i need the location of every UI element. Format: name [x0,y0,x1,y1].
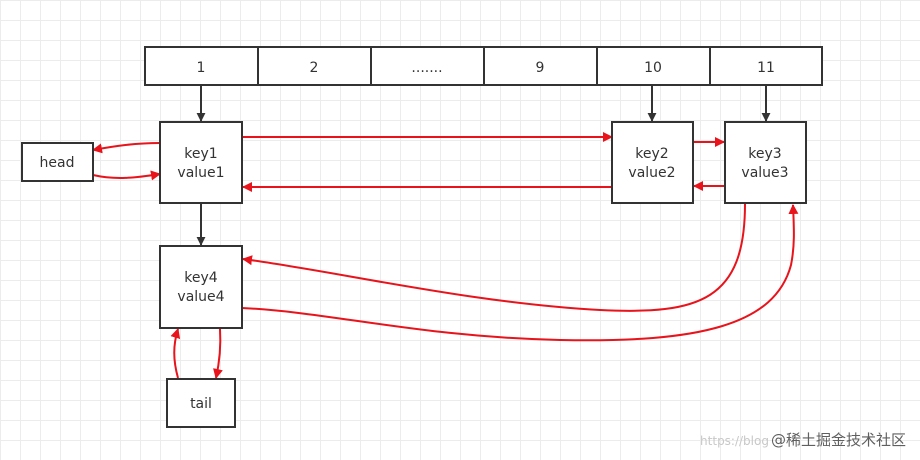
bucket-array: 1 2 ....... 9 10 11 [144,46,823,86]
key4-node: key4 value4 [159,245,243,329]
bucket-cell-10 [596,46,711,86]
watermark: https://blog@稀土掘金技术社区 [700,432,906,448]
key3-value-label: value3 [741,165,788,181]
key1-to-head-arrow [92,142,161,154]
tail-node: tail [166,378,236,428]
head-to-key1-arrow [92,170,161,181]
bucket-cell-ellipsis [370,46,485,86]
key4-value-label: value4 [177,289,224,305]
tail-to-key4-arrow [170,328,181,379]
key4-to-tail-arrow [213,328,223,379]
bucket-cell-11 [709,46,823,86]
bucket-label-ellipsis: ....... [411,60,442,76]
key2-value-label: value2 [628,165,675,181]
key1-key-label: key1 [184,146,217,162]
head-label: head [40,155,75,171]
bucket-label-1: 1 [197,60,206,76]
bucket-label-11: 11 [757,60,775,76]
bucket-label-2: 2 [310,60,319,76]
head-node: head [21,142,94,182]
key3-to-key4-arrow [242,203,746,312]
bucket-label-10: 10 [644,60,662,76]
bucket-cell-1 [144,46,259,86]
key2-key-label: key2 [635,146,668,162]
watermark-url: https://blog [700,434,769,448]
key1-value-label: value1 [177,165,224,181]
bucket-cell-2 [257,46,372,86]
bucket-label-9: 9 [536,60,545,76]
tail-label: tail [190,396,212,412]
key2-node: key2 value2 [611,121,694,204]
watermark-brand: @稀土掘金技术社区 [770,431,906,449]
key3-key-label: key3 [748,146,781,162]
key1-node: key1 value1 [159,121,243,204]
key4-key-label: key4 [184,270,218,286]
key4-to-key3-arrow [241,204,799,342]
bucket-links [196,85,771,246]
key3-node: key3 value3 [724,121,807,204]
linked-list-arrows [92,132,799,379]
